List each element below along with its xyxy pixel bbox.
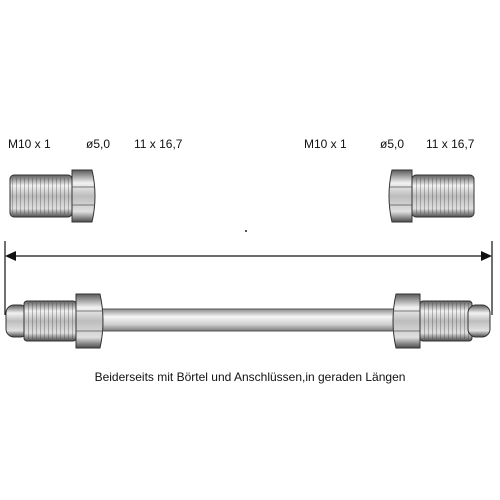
caption-text: Beiderseits mit Börtel und Anschlüssen,i… — [94, 370, 406, 384]
dot-mark — [245, 230, 247, 232]
left-diameter-label: ø5,0 — [86, 137, 111, 151]
right-diameter-label: ø5,0 — [380, 137, 405, 151]
brake-line-assembly-icon — [5, 293, 491, 349]
right-nut-size-label: 11 x 16,7 — [426, 137, 475, 151]
left-thread-label: M10 x 1 — [8, 137, 51, 151]
left-fitting-icon — [9, 169, 96, 223]
right-thread-label: M10 x 1 — [304, 137, 347, 151]
right-fitting-icon — [388, 169, 475, 223]
left-nut-size-label: 11 x 16,7 — [134, 137, 183, 151]
length-dimension-arrow — [4, 241, 493, 315]
